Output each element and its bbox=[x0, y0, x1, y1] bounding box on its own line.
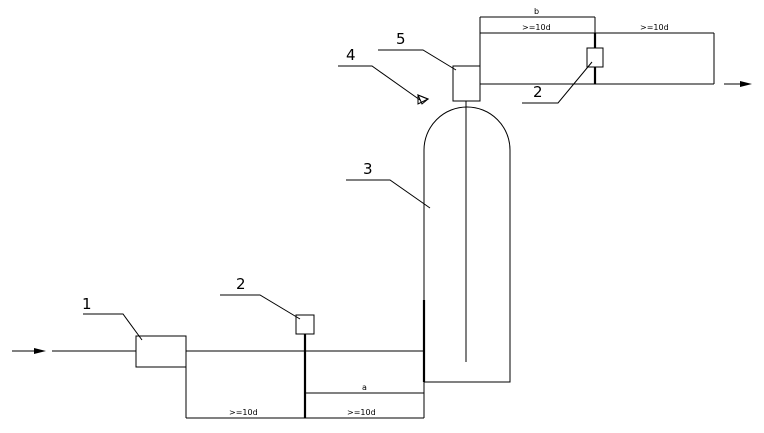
vessel-3-body bbox=[423, 106, 511, 383]
leader-5 bbox=[378, 49, 457, 71]
dim-label-a: a bbox=[362, 383, 367, 392]
label-4: 4 bbox=[346, 46, 356, 64]
leader-3 bbox=[346, 179, 431, 209]
label-3: 3 bbox=[363, 160, 373, 178]
inlet-flow-arrow bbox=[12, 348, 46, 354]
component-2-upper-box bbox=[586, 47, 604, 68]
component-5-box bbox=[452, 65, 481, 102]
dim-label-upper-right: >=10d bbox=[640, 23, 669, 32]
dim-label-b: b bbox=[534, 7, 539, 16]
label-1: 1 bbox=[82, 295, 92, 313]
dim-label-lower-left: >=10d bbox=[229, 408, 258, 417]
leader-2-upper bbox=[522, 61, 593, 104]
leader-1 bbox=[83, 313, 143, 341]
dim-label-lower-right: >=10d bbox=[347, 408, 376, 417]
component-1-box bbox=[135, 335, 187, 368]
label-2-lower: 2 bbox=[236, 275, 246, 293]
leader-4 bbox=[338, 65, 421, 101]
label-5: 5 bbox=[396, 30, 406, 48]
leader-2-lower bbox=[220, 294, 301, 320]
dim-label-upper-left: >=10d bbox=[522, 23, 551, 32]
outlet-flow-arrow bbox=[724, 81, 752, 87]
label-2-upper: 2 bbox=[533, 83, 543, 101]
